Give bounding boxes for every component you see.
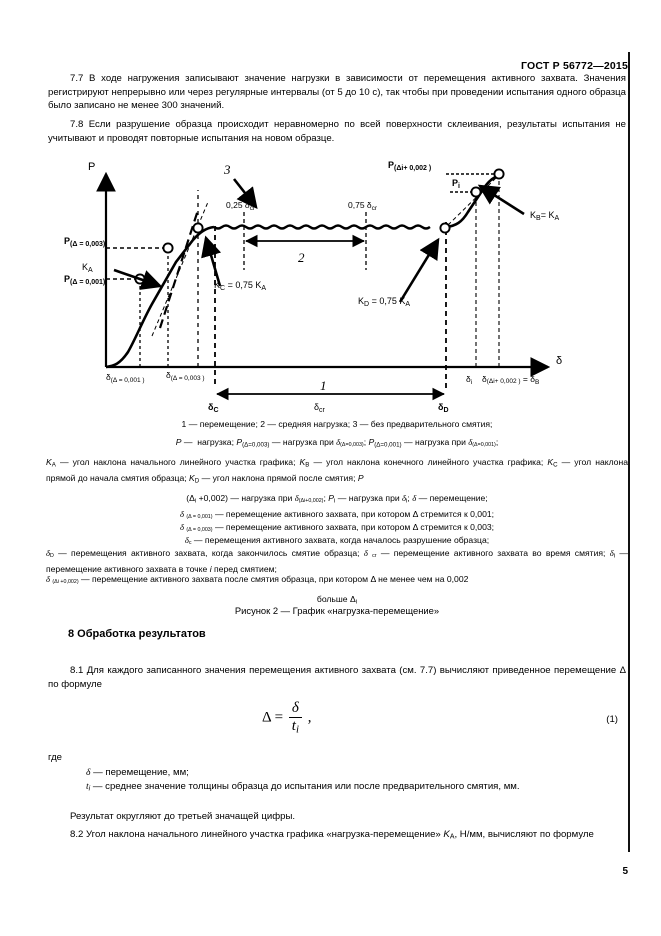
figure-caption: Рисунок 2 — График «нагрузка-перемещение… <box>234 605 440 616</box>
where-label: где <box>48 752 63 763</box>
label-kb: KB= KA <box>530 210 559 222</box>
tangent-line-kc <box>151 201 209 337</box>
label-p-delta-0001: P(Δ = 0,001) <box>64 274 105 286</box>
xtick-label-delta-i: δi <box>466 374 472 386</box>
formula-1-number: (1) <box>606 714 618 725</box>
figure-legend-line-5: δ (Δ = 0,001) — перемещение активного за… <box>179 509 495 521</box>
paragraph-8-1: 8.1 Для каждого записанного значения пер… <box>48 664 626 691</box>
where-definitions: δ — перемещение, мм; ti — среднее значен… <box>86 766 626 797</box>
label-p-i: Pi <box>452 178 460 190</box>
marker-p-i <box>470 186 482 198</box>
figure-legend-line-7: δc — перемещения активного захвата, когд… <box>184 535 490 547</box>
where-item-ti: ti — среднее значение толщины образца до… <box>86 781 520 793</box>
where-item-delta: δ — перемещение, мм; <box>86 767 189 778</box>
formula-denominator: ti <box>288 717 302 736</box>
formula-fraction: δ ti <box>288 700 302 736</box>
figure-legend-line-4: (Δi +0,002) — нагрузка при δ(Δi+0,002); … <box>186 493 488 505</box>
curve-final-segment <box>445 174 499 229</box>
label-p-delta-0003: P(Δ = 0,003) <box>64 236 105 248</box>
figure-legend-line-9: δ (Δi +0,002) — перемещение активного за… <box>46 574 469 586</box>
label-region-1: 1 <box>320 378 327 393</box>
tangent-line-kb-dashed <box>442 173 501 231</box>
paragraph-7-7: 7.7 В ходе нагружения записывают значени… <box>48 72 626 113</box>
paragraph-7-8: 7.8 Если разрушение образца происходит н… <box>48 118 626 145</box>
paragraph-7-8-text: 7.8 Если разрушение образца происходит н… <box>48 119 626 144</box>
label-ka: KA <box>82 262 93 274</box>
figure-legend-line-1: 1 — перемещение; 2 — средняя нагрузка; 3… <box>181 419 493 429</box>
marker-p-delta-i-0002 <box>493 168 505 180</box>
paragraph-8-2-text: 8.2 Угол наклона начального линейного уч… <box>70 829 594 841</box>
callout-arrow-kb <box>477 184 525 216</box>
formula-lhs: Δ = <box>262 709 284 726</box>
figure-legend-line-2: P — нагрузка; P(Δ=0,003) — нагрузка при … <box>175 437 499 449</box>
paragraph-result-text: Результат округляют до третьей значащей … <box>70 811 296 822</box>
label-tick-025: 0,25 δcr <box>226 200 256 212</box>
callout-arrow-ka <box>113 268 163 290</box>
xtick-label-delta-i-0002: δ(Δi+ 0,002 ) = δB <box>482 374 539 386</box>
dim-label-delta-d: δD <box>438 402 449 414</box>
callout-arrow-kc <box>201 235 222 287</box>
label-p-delta-i-0002: P(Δi+ 0,002 ) <box>388 160 431 172</box>
formula-trailing-comma: , <box>307 709 312 726</box>
dim-label-delta-c: δC <box>208 402 219 414</box>
curve-plateau-wavy <box>213 224 431 230</box>
figure-legend-line-10: больше Δi <box>316 594 358 606</box>
formula-1: Δ = δ ti , <box>262 700 311 736</box>
label-curve-3: 3 <box>223 162 231 177</box>
label-kc: KC = 0,75 KA <box>214 280 266 292</box>
chart-svg: P δ 3 2 1 P(Δ = 0,003) P(Δ = 0,001) KA K… <box>64 160 562 414</box>
label-region-2: 2 <box>298 250 305 265</box>
tangent-line-3-no-precrush <box>158 209 200 329</box>
standard-header: ГОСТ Р 56772—2015 <box>520 60 628 72</box>
x-axis-label: δ <box>556 355 562 367</box>
figure-legend-line-8: δD — перемещения активного захвата, когд… <box>46 548 628 574</box>
page-edge-rule <box>628 52 630 852</box>
page-number: 5 <box>622 866 628 877</box>
callout-arrow-3 <box>232 178 258 210</box>
xtick-label-delta-0003: δ(Δ = 0,003 ) <box>166 370 205 382</box>
marker-p-delta-0003 <box>162 242 174 254</box>
marker-crush-start <box>192 222 204 234</box>
formula-numerator: δ <box>291 700 299 716</box>
figure-legend-line-6: δ (Δ = 0,003) — перемещение активного за… <box>179 522 495 534</box>
paragraph-7-7-text: 7.7 В ходе нагружения записывают значени… <box>48 73 626 112</box>
marker-crush-end <box>439 222 451 234</box>
y-axis-label: P <box>88 161 95 173</box>
callout-arrow-kd <box>398 237 440 303</box>
formula-1-block: Δ = δ ti , (1) <box>48 700 626 746</box>
figure-legend-line-3: KA — угол наклона начального линейного у… <box>46 457 628 485</box>
dim-label-delta-cr: δcr <box>314 402 326 414</box>
label-kd: KD = 0,75 KA <box>358 296 410 308</box>
figure-2-load-displacement-graph: P δ 3 2 1 P(Δ = 0,003) P(Δ = 0,001) KA K… <box>48 152 626 414</box>
label-tick-075: 0,75 δcr <box>348 200 378 212</box>
paragraph-8-2: 8.2 Угол наклона начального линейного уч… <box>48 828 626 844</box>
paragraph-8-1-text: 8.1 Для каждого записанного значения пер… <box>48 665 626 690</box>
xtick-label-delta-0001: δ(Δ = 0,001 ) <box>106 372 145 384</box>
paragraph-result: Результат округляют до третьей значащей … <box>48 810 626 824</box>
section-8-heading: 8 Обработка результатов <box>68 628 206 640</box>
